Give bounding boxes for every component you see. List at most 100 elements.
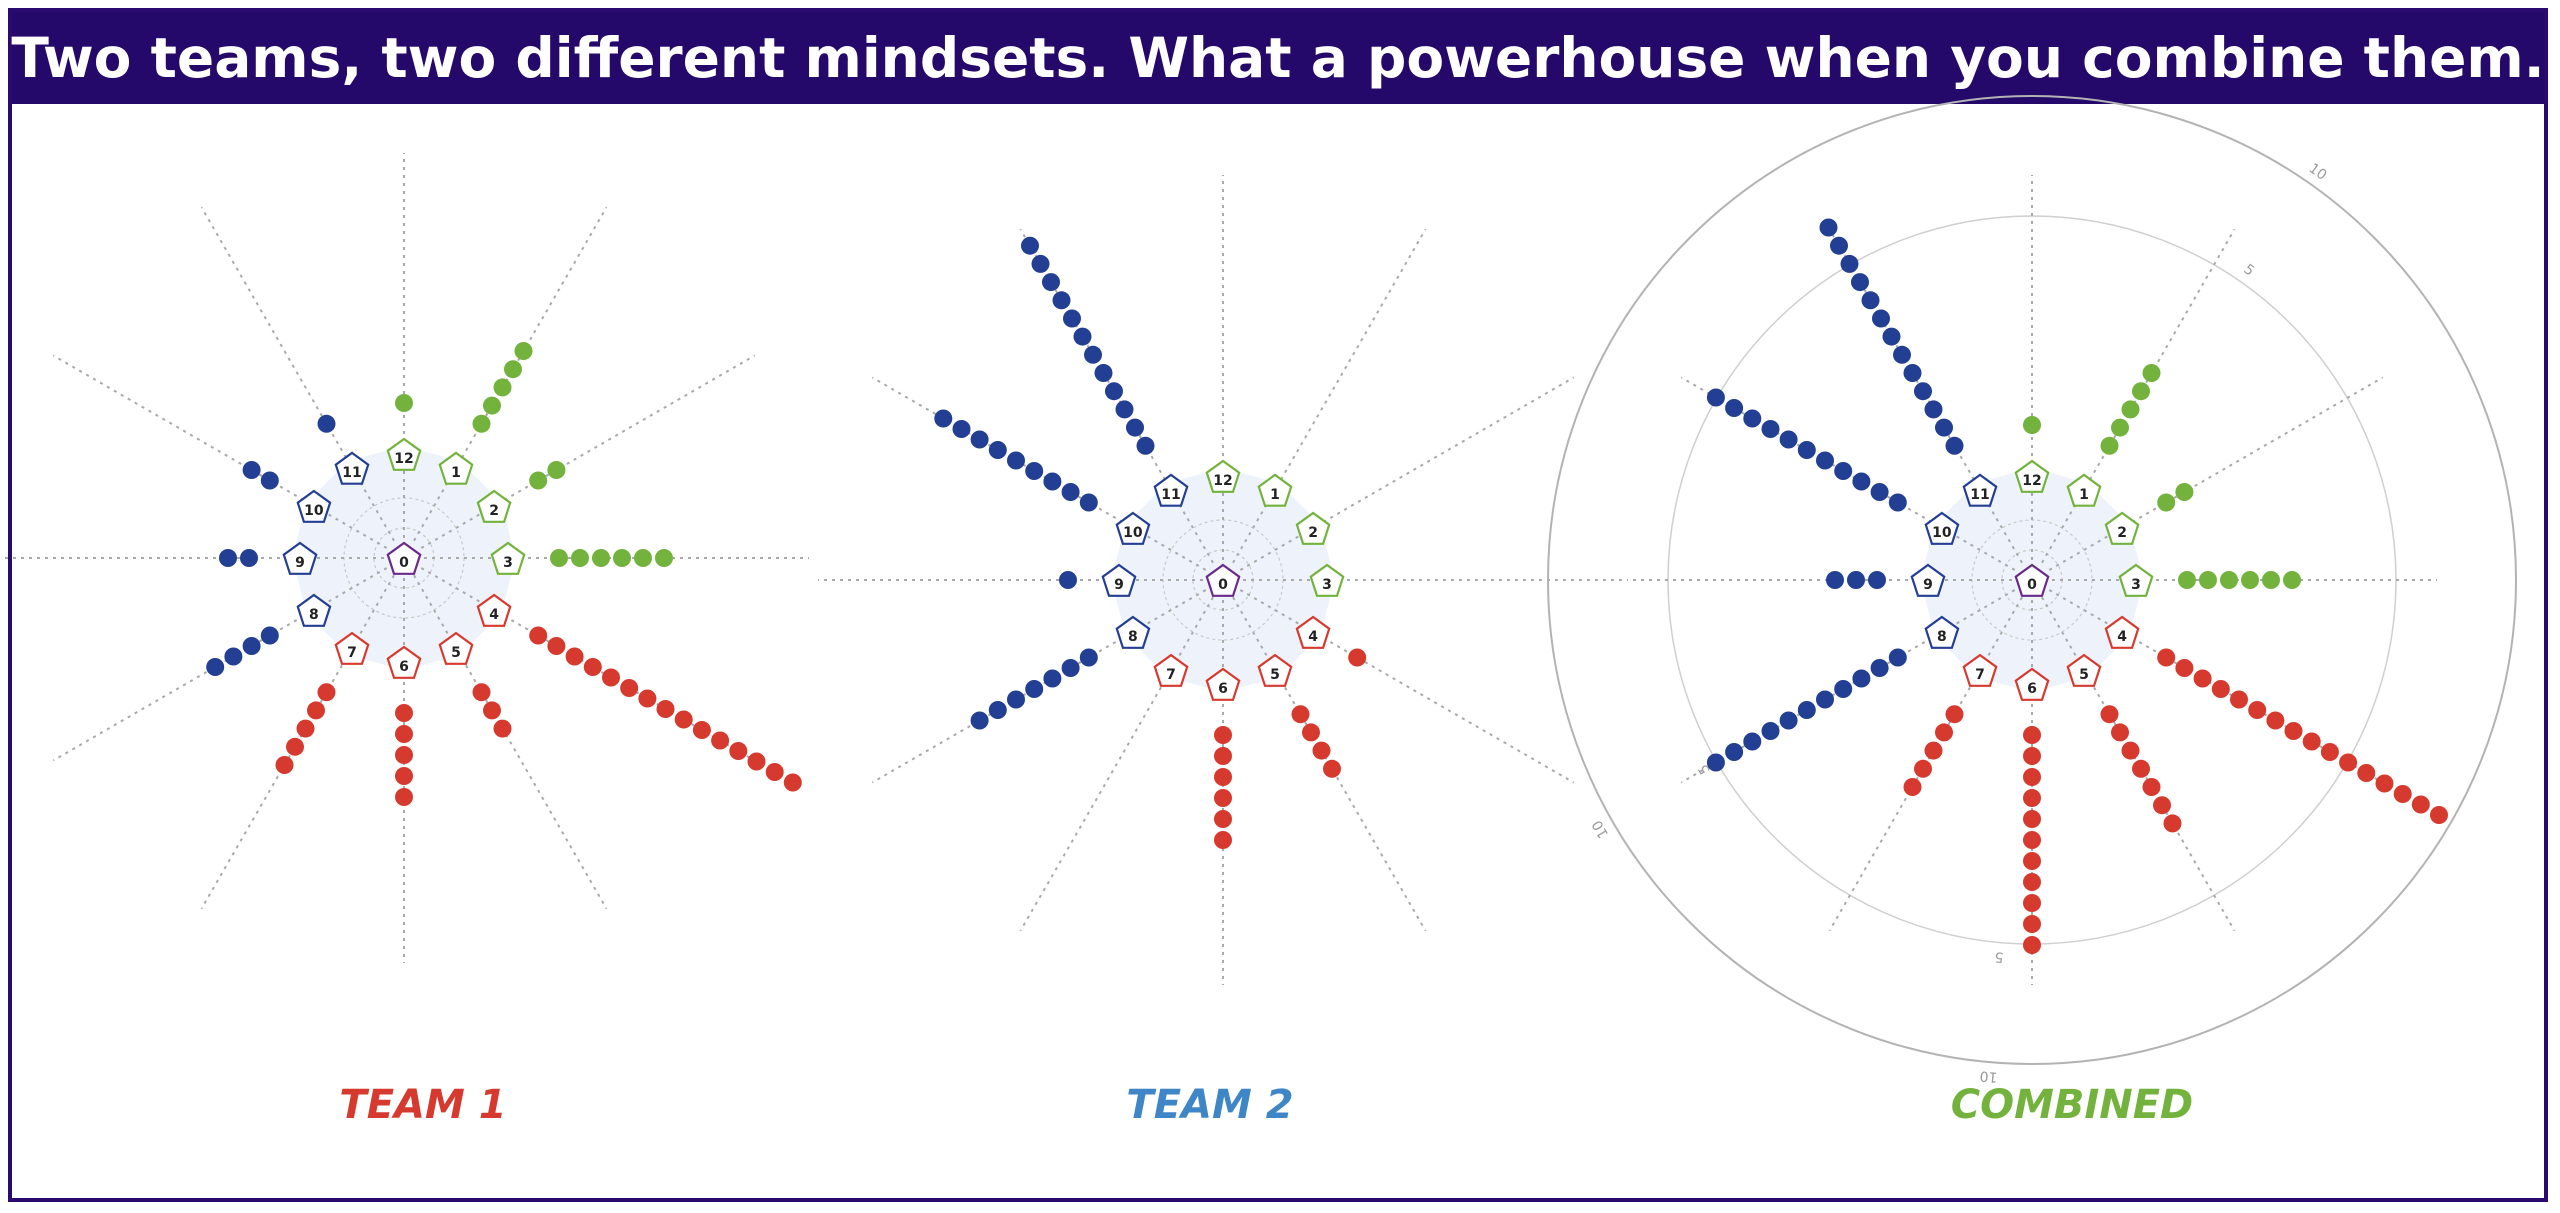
dot-spoke-4 <box>1348 648 1367 667</box>
spoke-number: 2 <box>2117 525 2127 541</box>
dot-spoke-10 <box>970 430 989 449</box>
dot-spoke-4 <box>529 626 548 645</box>
dot-spoke-7 <box>296 719 315 738</box>
header-banner: Two teams, two different mindsets. What … <box>11 12 2545 104</box>
dot-spoke-4 <box>2175 659 2194 677</box>
dot-spoke-4 <box>620 679 639 697</box>
spoke-marker-5 <box>2066 653 2102 687</box>
dot-spoke-7 <box>1914 759 1932 778</box>
spoke-7 <box>1019 596 1214 932</box>
dot-spoke-11 <box>1031 254 1050 273</box>
dot-spoke-8 <box>242 637 261 655</box>
dot-spoke-10 <box>988 441 1007 459</box>
dot-spoke-11 <box>1021 236 1039 255</box>
spoke-2 <box>1239 376 1575 571</box>
ring-10 <box>1547 95 2517 1065</box>
dot-spoke-10 <box>1007 451 1025 470</box>
ring-label: 10 <box>1979 1067 1998 1084</box>
dot-spoke-5 <box>2121 741 2140 760</box>
dot-spoke-7 <box>1924 741 1943 760</box>
dot-spoke-4 <box>692 721 711 739</box>
dot-spoke-8 <box>1834 680 1853 698</box>
dot-spoke-3 <box>655 549 673 567</box>
dot-spoke-10 <box>1888 493 1907 512</box>
dot-spoke-6 <box>2023 747 2041 765</box>
dot-spoke-10 <box>1043 472 1062 491</box>
spoke-number: 3 <box>2131 577 2141 593</box>
dot-spoke-4 <box>638 689 657 708</box>
center-marker <box>1205 563 1241 597</box>
spoke-marker-6 <box>2014 667 2050 701</box>
spoke-number: 12 <box>1213 473 1232 489</box>
page-title: Two teams, two different mindsets. What … <box>11 26 2545 90</box>
dot-spoke-11 <box>1084 345 1102 364</box>
spoke-number: 9 <box>1923 577 1933 593</box>
dot-spoke-6 <box>395 746 413 764</box>
dot-spoke-4 <box>2211 680 2230 698</box>
spoke-10 <box>52 354 388 549</box>
dot-spoke-4 <box>2320 743 2339 761</box>
dot-spoke-5 <box>2111 723 2129 742</box>
dot-spoke-5 <box>483 701 501 720</box>
dot-spoke-8 <box>1888 648 1907 667</box>
dot-spoke-11 <box>1052 291 1071 310</box>
spoke-number: 10 <box>1932 525 1952 541</box>
dot-spoke-8 <box>1870 659 1889 677</box>
dot-spoke-4 <box>747 752 766 771</box>
spoke-number: 8 <box>309 607 319 623</box>
spoke-number: 2 <box>1308 525 1318 541</box>
spoke-number: 4 <box>1308 629 1318 645</box>
spoke-number: 5 <box>2079 667 2089 683</box>
dot-spoke-6 <box>1214 831 1232 849</box>
spoke-marker-10 <box>296 489 332 523</box>
dot-spoke-11 <box>1094 364 1113 382</box>
spoke-number: 8 <box>1937 629 1947 645</box>
dot-spoke-11 <box>1903 364 1922 382</box>
dot-spoke-7 <box>1935 723 1953 742</box>
dot-spoke-3 <box>571 549 589 567</box>
spoke-marker-8 <box>1924 615 1960 649</box>
spoke-marker-5 <box>1257 653 1293 687</box>
spoke-number: 2 <box>489 503 499 519</box>
spoke-marker-10 <box>1115 511 1151 545</box>
spoke-number: 8 <box>1128 629 1138 645</box>
ring-label: 5 <box>1994 948 2004 965</box>
spoke-marker-3 <box>1309 563 1345 597</box>
chart-title: COMBINED <box>1951 1082 2194 1128</box>
dot-spoke-5 <box>1323 759 1341 778</box>
dot-spoke-4 <box>2248 701 2267 719</box>
spoke-marker-1 <box>438 451 474 485</box>
dot-spoke-11 <box>1861 291 1880 310</box>
dot-spoke-4 <box>656 700 675 718</box>
spoke-marker-1 <box>1257 473 1293 507</box>
dot-spoke-11 <box>1126 418 1144 437</box>
dot-spoke-8 <box>1797 701 1816 719</box>
dot-spoke-8 <box>1761 722 1780 740</box>
dot-spoke-3 <box>634 549 652 567</box>
dot-spoke-3 <box>2199 571 2217 589</box>
dot-spoke-11 <box>1935 418 1953 437</box>
dot-spoke-1 <box>2132 382 2150 401</box>
dot-spoke-11 <box>1945 436 1964 455</box>
dot-spoke-11 <box>1914 382 1932 401</box>
dot-spoke-5 <box>1312 741 1331 760</box>
dot-spoke-6 <box>2023 915 2041 933</box>
dot-spoke-1 <box>504 360 522 379</box>
dot-spoke-6 <box>395 788 413 806</box>
dot-spoke-6 <box>1214 810 1232 828</box>
center-marker <box>386 541 422 575</box>
dot-spoke-11 <box>1073 327 1092 346</box>
dot-spoke-11 <box>1924 400 1943 419</box>
dot-spoke-6 <box>2023 873 2041 891</box>
dot-spoke-8 <box>1706 753 1725 772</box>
dot-spoke-8 <box>1061 659 1080 677</box>
dot-spoke-6 <box>1214 726 1232 744</box>
dot-spoke-4 <box>565 647 584 666</box>
dot-spoke-10 <box>1834 462 1853 480</box>
spoke-marker-4 <box>1295 615 1331 649</box>
spoke-marker-9 <box>1910 563 1946 597</box>
dot-spoke-8 <box>988 701 1007 719</box>
chart-title: TEAM 1 <box>339 1082 506 1128</box>
